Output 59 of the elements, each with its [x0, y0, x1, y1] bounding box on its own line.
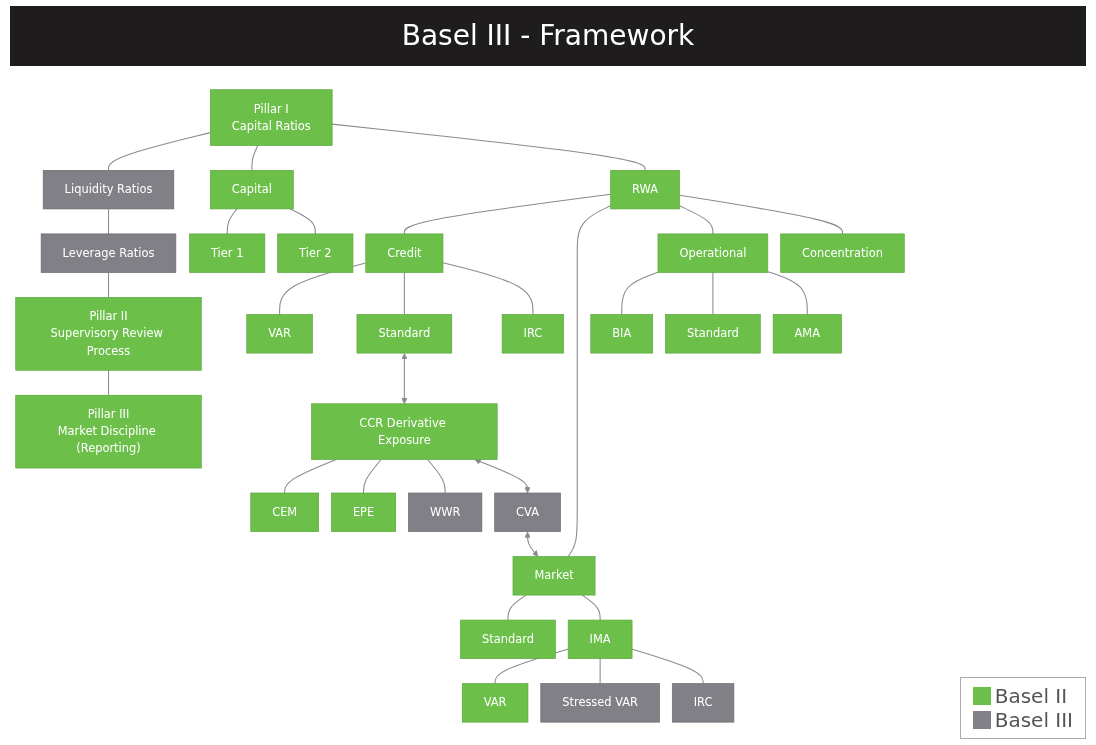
arrow — [524, 531, 539, 557]
connector — [284, 459, 337, 494]
node-box: IRC — [501, 314, 565, 354]
node-box: Capital — [210, 170, 294, 210]
title-bar: Basel III - Framework — [10, 6, 1086, 66]
connector — [403, 193, 612, 235]
node-box: Liquidity Ratios — [42, 170, 175, 210]
connector — [442, 262, 534, 316]
legend-label: Basel II — [994, 684, 1068, 708]
connector — [581, 594, 601, 621]
arrow — [474, 458, 531, 494]
connector — [107, 132, 211, 171]
node-box: RWA — [610, 170, 680, 210]
node-box: WWR — [408, 492, 483, 532]
connector — [599, 658, 601, 685]
connector — [631, 648, 704, 685]
connector — [107, 208, 110, 235]
connector — [226, 208, 238, 235]
node-box: VAR — [246, 314, 313, 354]
node-box: Standard — [665, 314, 761, 354]
connector — [621, 271, 659, 316]
node-box: EPE — [331, 492, 396, 532]
connector — [363, 459, 382, 494]
node-box: CEM — [250, 492, 319, 532]
connector — [712, 271, 714, 316]
node-box: Stressed VAR — [540, 683, 660, 723]
connector — [251, 144, 259, 171]
node-box: BIA — [590, 314, 653, 354]
node-box: Pillar III Market Discipline (Reporting) — [15, 394, 202, 469]
connector — [678, 205, 714, 235]
node-box: Credit — [365, 233, 444, 273]
node-box: VAR — [461, 683, 529, 723]
node-box: Concentration — [780, 233, 905, 273]
node-box: CCR Derivative Exposure — [311, 403, 498, 460]
connector — [427, 459, 446, 494]
node-box: Tier 2 — [277, 233, 354, 273]
node-box: Pillar II Supervisory Review Process — [15, 297, 202, 371]
node-box: Pillar I Capital Ratios — [210, 89, 333, 146]
node-box: Standard — [460, 619, 556, 660]
arrow — [401, 353, 408, 405]
connector — [678, 194, 843, 235]
node-box: CVA — [494, 492, 561, 532]
node-box: IMA — [567, 619, 633, 660]
node-box: Tier 1 — [189, 233, 266, 273]
connector — [567, 205, 612, 558]
connector — [507, 594, 527, 621]
connector — [331, 123, 646, 171]
node-box: Leverage Ratios — [40, 233, 177, 273]
node-box: Operational — [657, 233, 769, 273]
legend-label: Basel III — [994, 708, 1073, 732]
node-box: Standard — [356, 314, 453, 354]
connector — [107, 271, 110, 299]
node-box: AMA — [772, 314, 842, 354]
node-box: Market — [512, 556, 596, 596]
connector — [403, 271, 405, 316]
connector — [107, 369, 110, 396]
connector — [289, 208, 316, 235]
connector — [767, 271, 808, 316]
node-box: IRC — [671, 683, 735, 723]
